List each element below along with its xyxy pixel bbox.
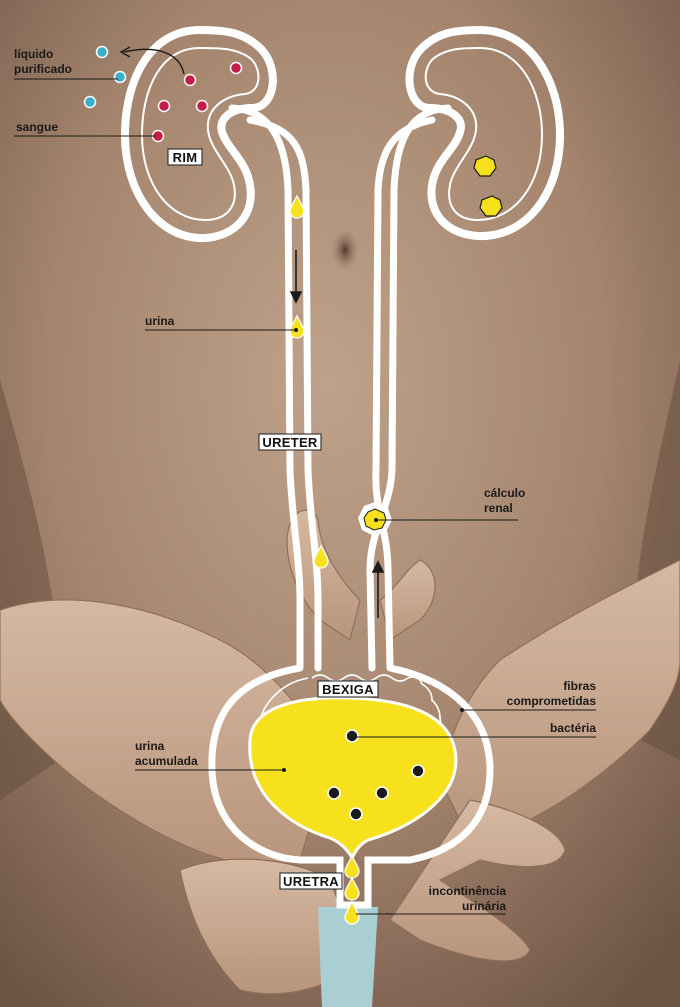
purified-cell bbox=[83, 95, 97, 109]
blood-cell bbox=[157, 99, 171, 113]
kidney-stone bbox=[479, 195, 503, 217]
bacterium bbox=[411, 764, 425, 778]
purified-cells bbox=[83, 45, 127, 109]
right-ureter bbox=[366, 104, 452, 672]
sangue-label: sangue bbox=[16, 120, 58, 134]
fibras-label-2: comprometidas bbox=[507, 694, 597, 708]
uretra-label: URETRA bbox=[283, 874, 339, 889]
ureter-label: URETER bbox=[262, 435, 318, 450]
navel bbox=[331, 228, 359, 272]
urina-acumulada-label-1: urina bbox=[135, 739, 165, 753]
fingers-right bbox=[389, 799, 566, 962]
bacterium bbox=[345, 729, 359, 743]
left-ureter bbox=[228, 104, 322, 672]
right-kidney bbox=[405, 25, 565, 241]
bexiga-label-box: BEXIGA bbox=[317, 680, 379, 698]
incontinencia-label-2: urinária bbox=[462, 899, 506, 913]
uretra-label-box: URETRA bbox=[279, 872, 343, 890]
fingers-lower bbox=[179, 858, 361, 995]
urina-acumulada-label-2: acumulada bbox=[135, 754, 198, 768]
blood-cell bbox=[183, 73, 197, 87]
liquido-purificado-label-2: purificado bbox=[14, 62, 72, 76]
kidney-stone bbox=[473, 155, 497, 177]
calculo-label-1: cálculo bbox=[484, 486, 525, 500]
curved-arrow bbox=[119, 46, 185, 75]
purified-cell bbox=[113, 70, 127, 84]
blood-cells bbox=[151, 61, 243, 143]
ureter-label-box: URETER bbox=[258, 433, 322, 451]
bacterium bbox=[375, 786, 389, 800]
urine-drop bbox=[289, 314, 305, 339]
urine-drop bbox=[289, 194, 305, 219]
bacteria-label: bactéria bbox=[550, 721, 596, 735]
urina-label: urina bbox=[145, 314, 175, 328]
urine-drops bbox=[289, 194, 360, 925]
left-kidney bbox=[120, 25, 277, 243]
fibras-label-1: fibras bbox=[563, 679, 596, 693]
urethra-tube bbox=[318, 907, 378, 1007]
leader-lines bbox=[14, 78, 596, 915]
bacterium bbox=[349, 807, 363, 821]
rim-label: RIM bbox=[173, 150, 198, 165]
bexiga-label: BEXIGA bbox=[322, 682, 374, 697]
down-arrow bbox=[289, 250, 303, 304]
incontinencia-label-1: incontinência bbox=[429, 884, 507, 898]
calculo-label-2: renal bbox=[484, 501, 513, 515]
liquido-purificado-label-1: líquido bbox=[14, 47, 53, 61]
blood-cell bbox=[195, 99, 209, 113]
kidney-stones bbox=[473, 155, 503, 217]
bacterium bbox=[327, 786, 341, 800]
purified-cell bbox=[95, 45, 109, 59]
right-thumb bbox=[379, 559, 436, 641]
urine-drop bbox=[344, 900, 360, 925]
leader-dots bbox=[282, 328, 464, 772]
urine-drop bbox=[344, 876, 360, 901]
hands bbox=[0, 509, 680, 995]
bacteria-group bbox=[327, 729, 425, 821]
rim-label-box: RIM bbox=[167, 148, 203, 166]
blood-cell bbox=[229, 61, 243, 75]
urine-drop bbox=[313, 544, 329, 569]
accumulated-urine bbox=[248, 696, 458, 862]
up-arrow bbox=[371, 560, 385, 618]
